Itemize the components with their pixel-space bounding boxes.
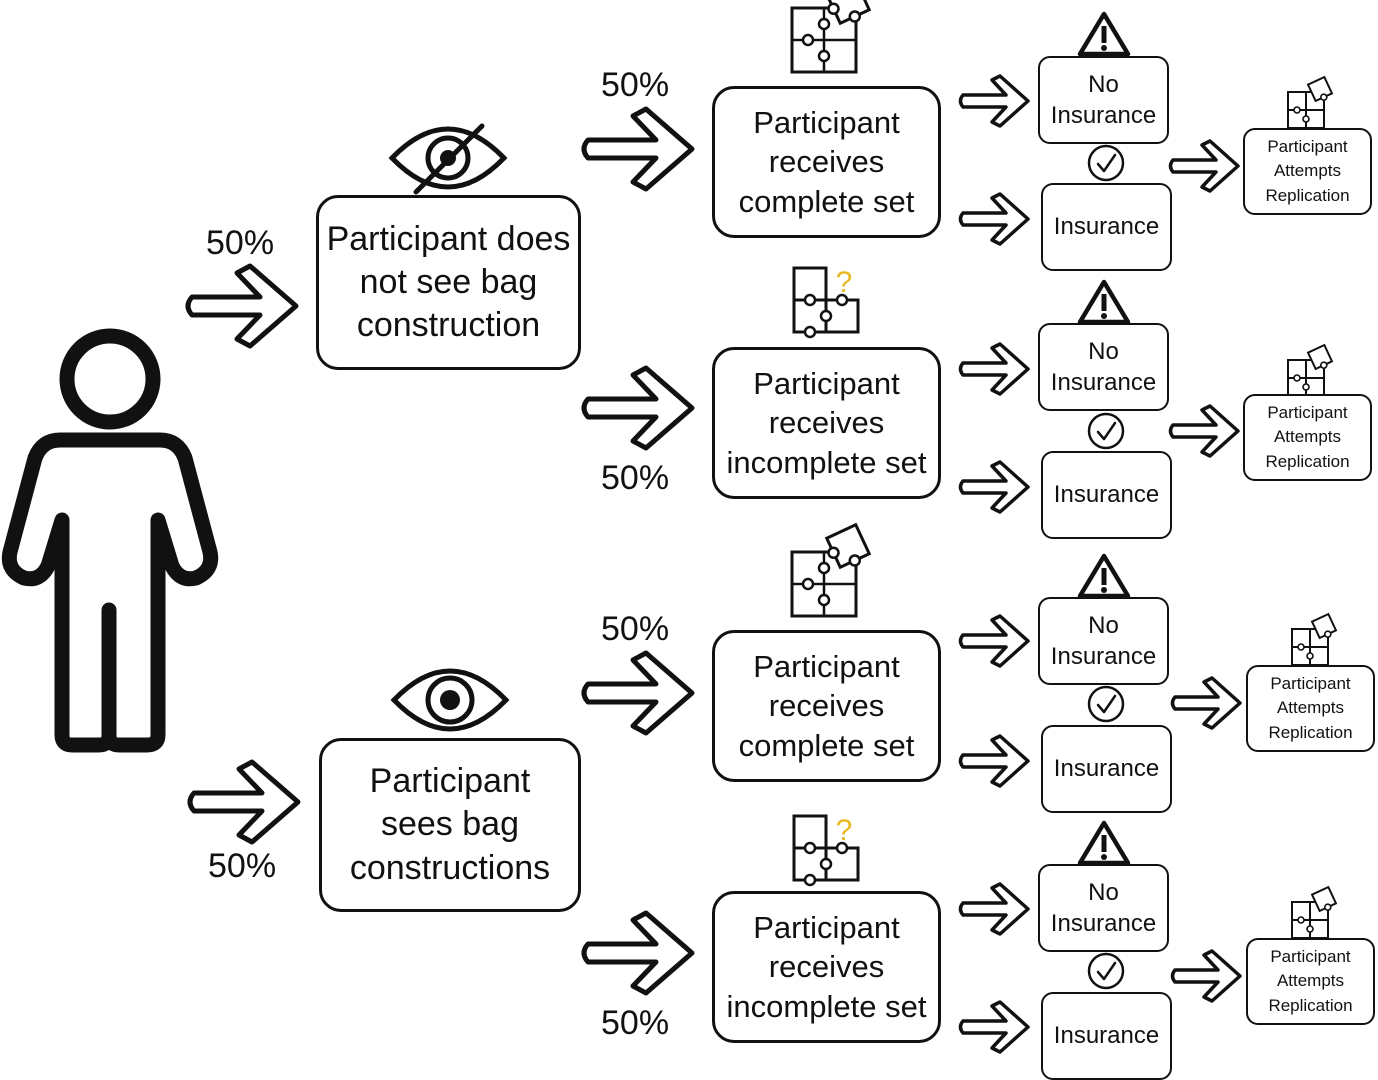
arrow-icon [1170,676,1242,730]
warning-icon [1080,823,1128,863]
arrow-icon [190,762,298,842]
arrow-icon [1170,949,1242,1003]
checkmark-icon [1087,952,1125,990]
set-box-complete: Participant receives complete set [712,630,941,782]
puzzle-complete-icon [1287,344,1335,397]
insurance-box: Insurance [1041,183,1172,271]
warning-icon [1080,556,1128,596]
set-box-incomplete: Participant receives incomplete set [712,347,941,499]
arrow-icon [584,368,692,448]
set-percentage: 50% [601,1004,670,1042]
replication-box: Participant Attempts Replication [1243,394,1372,481]
arrow-icon [584,913,692,993]
puzzle-complete-icon [1291,886,1339,939]
set-percentage: 50% [601,66,670,104]
arrow-icon [958,460,1030,514]
puzzle-missing-piece-icon [792,812,860,887]
puzzle-complete-icon [790,523,873,618]
arrow-icon [1168,404,1240,458]
arrow-icon [958,1000,1030,1054]
puzzle-complete-icon [790,0,873,74]
group-box-sees: Participant sees bag constructions [319,738,581,912]
set-percentage: 50% [601,610,670,648]
no-insurance-box: No Insurance [1038,597,1169,685]
arrow-icon [958,74,1030,128]
checkmark-icon [1087,685,1125,723]
replication-box: Participant Attempts Replication [1246,938,1375,1025]
arrow-icon [1168,139,1240,193]
puzzle-complete-icon [1291,613,1339,666]
puzzle-missing-piece-icon [792,264,860,339]
set-box-complete: Participant receives complete set [712,86,941,238]
set-box-incomplete: Participant receives incomplete set [712,891,941,1043]
replication-box: Participant Attempts Replication [1243,128,1372,215]
insurance-box: Insurance [1041,451,1172,539]
warning-icon [1080,14,1128,54]
arrow-icon [584,653,692,733]
person-icon [1,328,219,753]
arrow-icon [958,192,1030,246]
checkmark-icon [1087,412,1125,450]
insurance-box: Insurance [1041,992,1172,1080]
arrow-icon [958,734,1030,788]
no-insurance-box: No Insurance [1038,323,1169,411]
arrow-icon [188,266,296,346]
eye-slash-icon [388,123,508,195]
replication-box: Participant Attempts Replication [1246,665,1375,752]
eye-icon [390,668,510,732]
arrow-icon [584,109,692,189]
warning-icon [1080,282,1128,322]
group-sees-percentage: 50% [208,847,277,885]
arrow-icon [958,342,1030,396]
no-insurance-box: No Insurance [1038,864,1169,952]
no-insurance-box: No Insurance [1038,56,1169,144]
group-blind-percentage: 50% [206,224,275,262]
puzzle-complete-icon [1287,76,1335,129]
arrow-icon [958,614,1030,668]
set-percentage: 50% [601,459,670,497]
group-box-no-see: Participant does not see bag constructio… [316,195,581,370]
arrow-icon [958,882,1030,936]
insurance-box: Insurance [1041,725,1172,813]
checkmark-icon [1087,144,1125,182]
